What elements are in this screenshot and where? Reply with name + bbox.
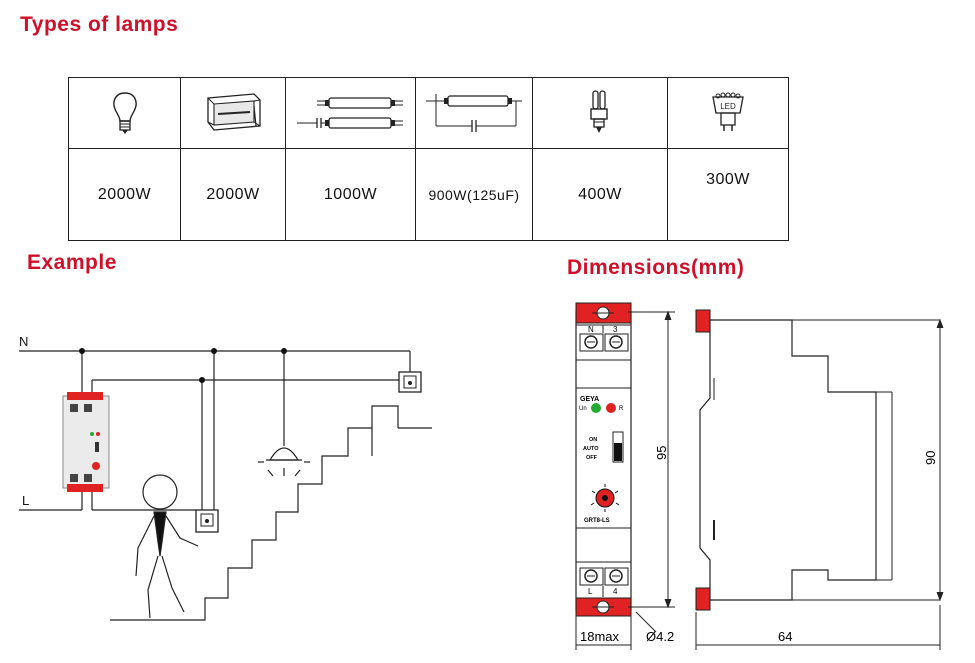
lamps-title: Types of lamps: [20, 13, 179, 36]
incandescent-bulb-icon: [112, 92, 137, 134]
line-l-label: L: [22, 493, 29, 508]
lamp-power: 400W: [532, 148, 668, 241]
hole-dimension: Ø4.2: [646, 629, 674, 644]
push-button-bottom: [195, 509, 219, 533]
relay-led: [606, 403, 616, 413]
lamp-power-row: 2000W 2000W 1000W 900W(125uF) 400W 300W: [68, 148, 789, 241]
time-adjust-knob: [590, 484, 620, 512]
compact-fluorescent-icon: [590, 90, 608, 133]
switch-on-label: ON: [589, 437, 597, 443]
brand-logo: GEYA: [580, 396, 599, 403]
indicator-r-label: R: [619, 406, 624, 412]
lamp-cell: [415, 77, 533, 149]
junction-dots: [79, 348, 287, 383]
front-dimension-lines: [575, 310, 675, 650]
lamp-cell: LED: [667, 77, 789, 149]
lamp-icon-row: LED: [68, 77, 789, 149]
lamp-cell: [68, 77, 181, 149]
lamp-types-table: LED 2000W 2000W 1000W 900W(125uF) 400W 3…: [68, 77, 789, 241]
wiring-lines: [19, 350, 411, 512]
height-dimension-95: 95: [654, 446, 669, 460]
svg-text:LED: LED: [720, 102, 736, 111]
push-button-top: [398, 371, 422, 393]
terminal-4-label: 4: [613, 587, 618, 596]
terminal-n-label: N: [588, 325, 594, 334]
device-side-view: [695, 309, 940, 611]
lamp-power: 2000W: [180, 148, 286, 241]
person-figure: [135, 474, 199, 619]
width-dimension-18max: 18max: [580, 629, 620, 644]
line-n-label: N: [19, 334, 28, 349]
fluorescent-tubes-icon: [296, 97, 403, 129]
side-dimension-lines: [695, 318, 944, 650]
lamp-power: 1000W: [285, 148, 416, 241]
depth-dimension-64: 64: [778, 629, 792, 644]
led-lamp-icon: LED: [712, 92, 744, 131]
staircase-timer-device-small: [62, 392, 110, 492]
device-front-view: N 3 GEYA Un R ON AUTO OFF GRT8-LS: [575, 302, 632, 617]
lamp-power: 900W(125uF): [415, 148, 533, 241]
terminal-3-label: 3: [613, 325, 618, 334]
mode-switch: [612, 431, 624, 463]
model-label: GRT8-LS: [584, 518, 610, 524]
fluorescent-tube-capacitor-icon: [426, 94, 522, 132]
staircase: [110, 405, 399, 621]
lamp-cell: [180, 77, 286, 149]
profile-height-90: 90: [923, 451, 938, 465]
switch-auto-label: AUTO: [583, 446, 599, 452]
lamp-cell: [285, 77, 416, 149]
example-title: Example: [27, 251, 117, 274]
terminal-l-label: L: [588, 587, 593, 596]
ceiling-lamp-icon: [258, 440, 310, 477]
lamp-power: 2000W: [68, 148, 181, 241]
lamp-power: 300W: [667, 148, 789, 241]
indicator-un-label: Un: [579, 406, 587, 412]
switch-off-label: OFF: [586, 455, 598, 461]
lamp-cell: [532, 77, 668, 149]
dimensions-title: Dimensions(mm): [567, 256, 745, 279]
power-led: [591, 403, 601, 413]
halogen-floodlight-icon: [207, 93, 261, 131]
